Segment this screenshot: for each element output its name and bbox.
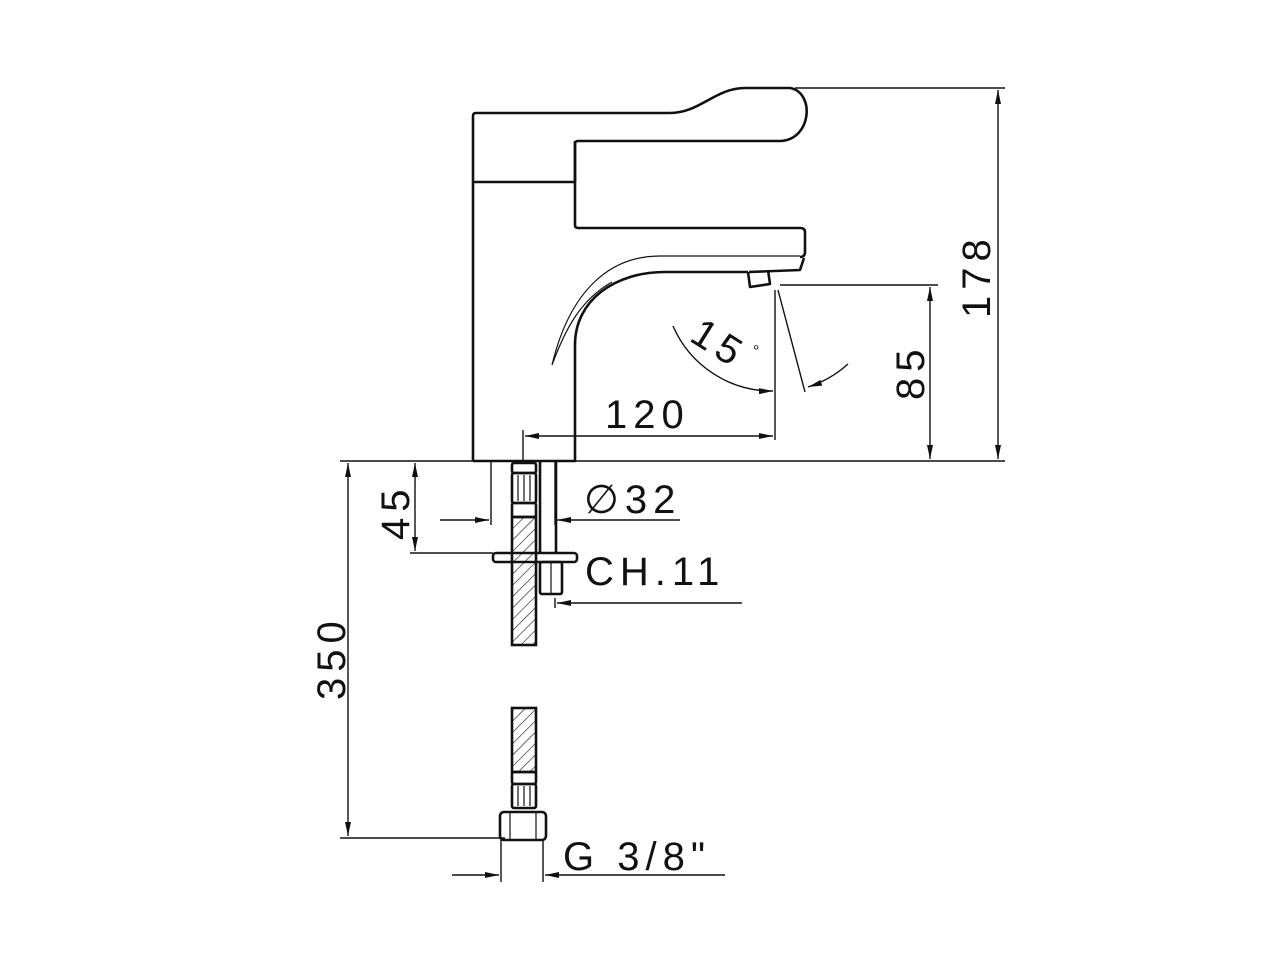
label-connection: G 3/8" — [563, 835, 711, 879]
label-angle-unit: ° — [753, 343, 759, 360]
label-spout-height: 85 — [889, 344, 933, 401]
label-total-height: 178 — [955, 233, 999, 318]
dimension-total-height: 178 — [795, 87, 1005, 459]
label-hose-length: 350 — [310, 615, 354, 700]
label-base-diameter: ∅32 — [584, 478, 681, 522]
label-thread-length: 45 — [374, 484, 418, 541]
dimension-hose-length: 350 — [310, 463, 505, 839]
label-angle: 15 — [683, 310, 754, 377]
dimension-thread-length: 45 — [374, 463, 493, 554]
dimension-spout-reach: 120 — [522, 290, 776, 461]
label-spout-reach: 120 — [605, 393, 690, 437]
dimension-wrench-size: CH.11 — [554, 550, 742, 608]
dimension-angle: 15 ° — [672, 289, 849, 395]
dimension-base-diameter: ∅32 — [440, 461, 681, 525]
dimension-spout-height: 85 — [780, 284, 938, 459]
lower-fittings — [498, 706, 548, 842]
dimension-connection: G 3/8" — [452, 835, 725, 882]
faucet-body — [471, 86, 808, 463]
upper-fittings — [491, 461, 579, 647]
label-wrench-size: CH.11 — [585, 550, 725, 594]
